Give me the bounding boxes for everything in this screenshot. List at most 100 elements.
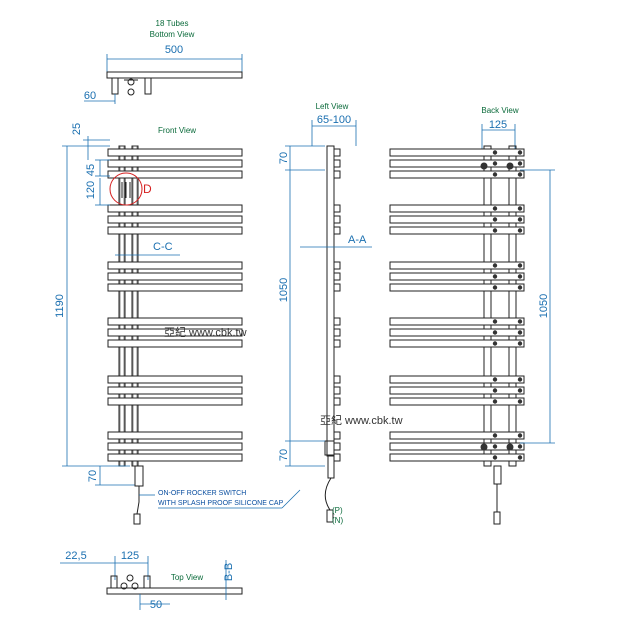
back-dot-right-13 [517,377,523,382]
left-bottom-cap [324,440,335,456]
bottom-valve-bottom [127,88,135,96]
switch-note-line2: WITH SPLASH PROOF SILICONE CAP [158,500,284,507]
left-stub-10 [333,317,341,326]
back-dot-right-15 [517,399,523,404]
back-mount-dots [480,150,523,460]
watermark-front: 亞紀 www.cbk.tw [164,326,247,339]
back-dot-left-11 [492,330,498,335]
left-stub-4 [333,204,341,213]
back-dot-right-2 [517,161,523,166]
front-plug [133,513,141,525]
left-stub-3 [333,170,341,179]
bottom-bracket-right [144,77,152,95]
top-plate [106,587,243,595]
watermark-left: 亞紀 www.cbk.tw [320,414,403,427]
back-dot-right-12 [517,341,523,346]
front-view: Front View 1190 25 45 120 70 D C-C [54,123,301,525]
dim-1190-text: 1190 [54,294,66,318]
back-bar-6 [389,226,525,235]
front-columns [118,145,139,467]
section-bb-label: B-B [223,563,235,581]
switch-pointer [281,489,301,509]
back-dot-right-10 [517,319,523,324]
left-view-label: Left View [316,102,349,111]
dim-top-125-text: 125 [121,550,139,562]
top-valve-right [131,582,139,590]
bottom-view: 18 Tubes Bottom View 500 60 [84,19,243,104]
front-bar-18 [107,453,243,462]
section-aa-label: A-A [348,234,367,246]
left-heating-element [327,455,335,479]
dim-70-front-text: 70 [87,470,99,482]
left-stub-9 [333,283,341,292]
top-valve-left [120,582,128,590]
bottom-valve-top [127,78,135,86]
back-heating-element [493,465,502,485]
back-dot-left-6 [492,228,498,233]
left-stub-16 [333,431,341,440]
left-stub-14 [333,386,341,395]
dim-60-text: 60 [84,90,96,102]
top-view-label: Top View [171,573,204,582]
back-bars [389,148,525,462]
top-view: 22,5 125 Top View B-B 50 [60,550,243,611]
dim-45-text: 45 [85,164,97,176]
front-bar-16 [107,431,243,440]
front-bar-12 [107,339,243,348]
left-side-post [326,145,335,457]
back-dot-left-2 [492,161,498,166]
dim-back-1050-text: 1050 [538,294,550,318]
back-bar-17 [389,442,525,451]
back-bar-3 [389,170,525,179]
back-view: Back View 125 1050 [389,106,555,525]
top-valve-top [126,574,134,582]
back-mount-bottom-left [480,443,488,451]
dim-left-70-bottom-text: 70 [278,449,290,461]
back-dot-right-5 [517,217,523,222]
back-dot-left-12 [492,341,498,346]
left-stub-15 [333,397,341,406]
front-bar-11 [107,328,243,337]
bottom-bracket-left [111,77,119,95]
back-bar-11 [389,328,525,337]
front-heating-element [134,465,144,487]
back-dot-right-7 [517,263,523,268]
back-mount-top-right [506,162,514,170]
front-bar-9 [107,283,243,292]
back-column-1 [483,145,492,467]
wire-p-label: (P) [332,506,343,515]
back-bar-13 [389,375,525,384]
back-dot-left-3 [492,172,498,177]
front-bar-14 [107,386,243,395]
left-cable [324,477,332,511]
back-dot-left-4 [492,206,498,211]
back-bar-16 [389,431,525,440]
back-dot-right-9 [517,285,523,290]
back-dot-right-11 [517,330,523,335]
back-bar-15 [389,397,525,406]
front-bar-17 [107,442,243,451]
back-column-2 [508,145,517,467]
back-bar-14 [389,386,525,395]
back-dot-right-8 [517,274,523,279]
back-dot-left-16 [492,433,498,438]
dim-120-text: 120 [85,181,97,199]
dim-25-text: 25 [71,123,83,135]
dim-50-text: 50 [150,599,162,611]
front-bar-4 [107,204,243,213]
dim-back-125-text: 125 [489,119,507,131]
front-bar-13 [107,375,243,384]
back-dot-left-10 [492,319,498,324]
back-bar-7 [389,261,525,270]
back-dot-right-14 [517,388,523,393]
back-dot-right-18 [517,455,523,460]
back-dot-right-1 [517,150,523,155]
back-bar-1 [389,148,525,157]
front-bar-10 [107,317,243,326]
left-stub-2 [333,159,341,168]
back-bar-18 [389,453,525,462]
front-bar-8 [107,272,243,281]
front-bar-15 [107,397,243,406]
back-bar-8 [389,272,525,281]
